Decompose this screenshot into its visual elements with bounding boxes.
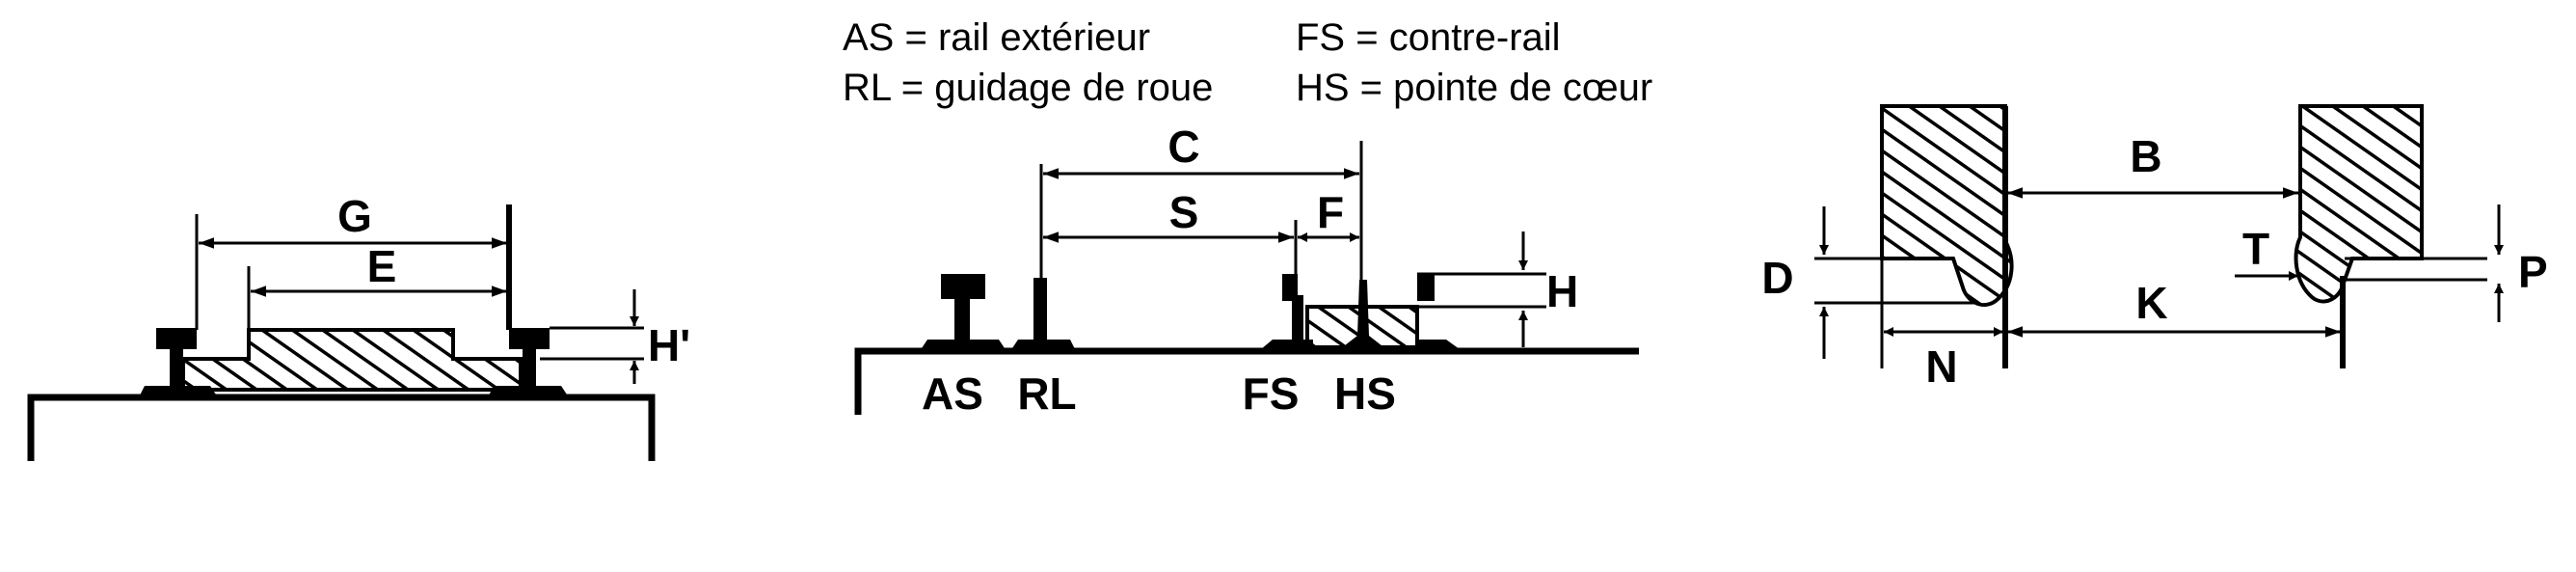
figure-3: B K N D T P (1761, 104, 2548, 392)
label-hs: HS (1334, 368, 1396, 419)
figure-1: G E H' (27, 191, 690, 461)
rail-as (920, 274, 1006, 351)
label-s: S (1169, 187, 1199, 237)
label-h: H (1546, 266, 1578, 316)
legend-rl: RL = guidage de roue (843, 67, 1213, 109)
label-as: AS (922, 368, 983, 419)
label-e: E (367, 241, 397, 291)
label-f: F (1317, 187, 1344, 237)
label-t: T (2242, 224, 2269, 274)
rail-hs (1340, 274, 1460, 349)
hatched-filling (181, 328, 523, 392)
label-h-prime: H' (648, 320, 690, 370)
label-b: B (2130, 131, 2161, 181)
ground-line (854, 347, 1639, 415)
label-d: D (1761, 253, 1793, 303)
left-rail (139, 328, 218, 397)
right-wheel-section (2294, 104, 2424, 304)
legend-fs: FS = contre-rail (1296, 16, 1561, 59)
rail-fs (1261, 274, 1313, 349)
rail-rl (1010, 278, 1076, 351)
legend-as: AS = rail extérieur (843, 16, 1150, 59)
left-wheel-section (1880, 104, 2014, 307)
label-rl: RL (1017, 368, 1076, 419)
figure-2: AS = rail extérieur RL = guidage de roue… (843, 16, 1652, 419)
label-fs: FS (1243, 368, 1300, 419)
label-p: P (2518, 247, 2548, 297)
label-k: K (2135, 278, 2167, 328)
sleeper-outline (27, 394, 656, 461)
label-n: N (1925, 341, 1957, 392)
legend-hs: HS = pointe de cœur (1296, 67, 1652, 109)
label-c: C (1167, 122, 1199, 172)
right-rail (488, 328, 569, 397)
label-g: G (337, 191, 372, 241)
